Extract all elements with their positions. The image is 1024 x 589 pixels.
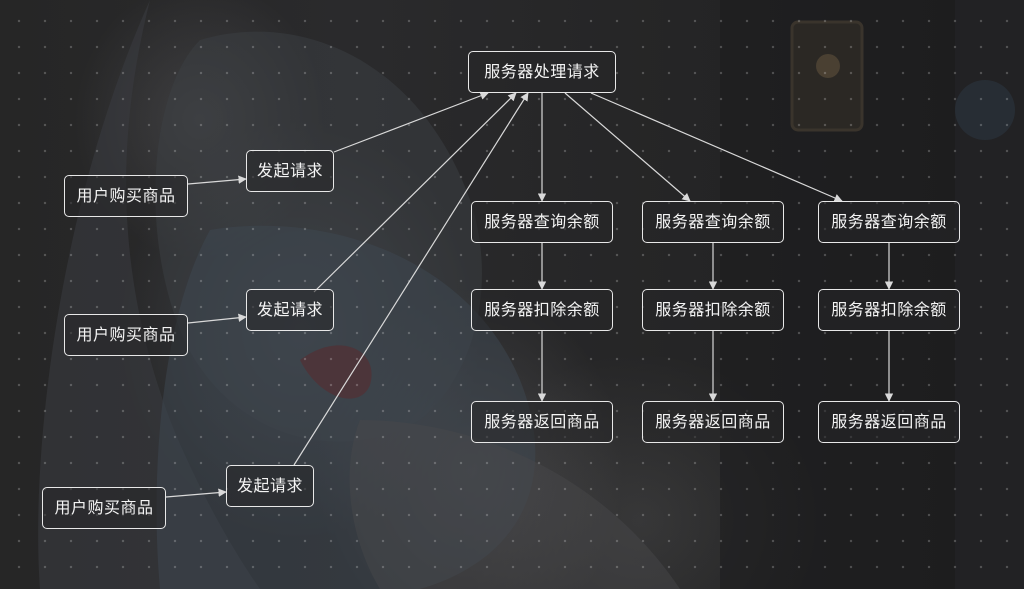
server-process-request-node: 服务器处理请求 — [468, 51, 616, 93]
edge-user-3-to-request-3 — [165, 488, 227, 498]
edge-server-process-to-query-2 — [564, 92, 691, 202]
edge-server-process-to-query-3 — [590, 92, 843, 202]
send-request-node-1: 发起请求 — [246, 150, 334, 192]
server-query-balance-node-1: 服务器查询余额 — [471, 201, 613, 243]
server-return-goods-node-1: 服务器返回商品 — [471, 401, 613, 443]
edge-request-2-to-server-process — [313, 92, 517, 293]
edge-user-2-to-request-2 — [187, 313, 247, 324]
user-purchase-node-3: 用户购买商品 — [42, 487, 166, 529]
edge-request-3-to-server-process — [293, 92, 529, 466]
server-return-goods-node-2: 服务器返回商品 — [642, 401, 784, 443]
send-request-node-3: 发起请求 — [226, 465, 314, 507]
server-query-balance-node-3: 服务器查询余额 — [818, 201, 960, 243]
server-deduct-balance-node-1: 服务器扣除余额 — [471, 289, 613, 331]
edge-request-1-to-server-process — [333, 91, 489, 153]
server-deduct-balance-node-3: 服务器扣除余额 — [818, 289, 960, 331]
user-purchase-node-2: 用户购买商品 — [64, 314, 188, 356]
server-query-balance-node-2: 服务器查询余额 — [642, 201, 784, 243]
send-request-node-2: 发起请求 — [246, 289, 334, 331]
server-deduct-balance-node-2: 服务器扣除余额 — [642, 289, 784, 331]
edge-user-1-to-request-1 — [187, 175, 247, 185]
edge-group — [165, 91, 894, 498]
server-return-goods-node-3: 服务器返回商品 — [818, 401, 960, 443]
user-purchase-node-1: 用户购买商品 — [64, 175, 188, 217]
